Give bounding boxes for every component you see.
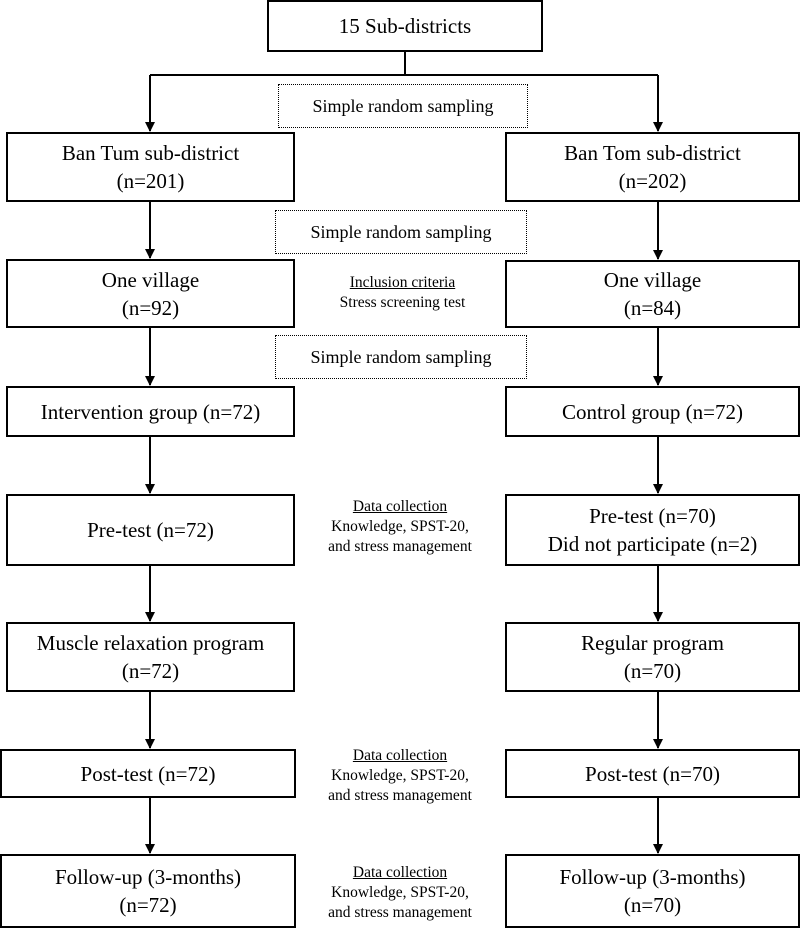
- right-pretest-label: Pre-test (n=70): [589, 504, 716, 528]
- right-pretest-dropout: Did not participate (n=2): [547, 532, 758, 556]
- right-district-box: Ban Tom sub-district (n=202): [505, 132, 800, 202]
- data-collection-note-3: Data collection Knowledge, SPST-20, and …: [300, 863, 500, 923]
- data-collection-line2-2: and stress management: [328, 787, 472, 804]
- left-district-box: Ban Tum sub-district (n=201): [6, 132, 295, 202]
- left-pretest-label: Pre-test (n=72): [87, 518, 214, 542]
- data-collection-line2-1: and stress management: [328, 538, 472, 555]
- top-box-label: 15 Sub-districts: [338, 14, 472, 38]
- right-program-n: (n=70): [623, 659, 682, 683]
- right-followup-n: (n=70): [623, 893, 682, 917]
- right-posttest-label: Post-test (n=70): [585, 761, 720, 786]
- left-followup-n: (n=72): [119, 893, 177, 917]
- right-district-n: (n=202): [618, 169, 687, 193]
- inclusion-title: Inclusion criteria: [349, 274, 456, 291]
- left-posttest-label: Post-test (n=72): [80, 761, 216, 786]
- right-village-box: One village (n=84): [505, 260, 800, 328]
- left-program-name: Muscle relaxation program: [36, 631, 265, 655]
- left-village-box: One village (n=92): [6, 259, 295, 328]
- sampling-label-1: Simple random sampling: [312, 95, 494, 116]
- data-collection-title-3: Data collection: [352, 864, 448, 881]
- data-collection-line1-1: Knowledge, SPST-20,: [331, 518, 469, 535]
- inclusion-note: Inclusion criteria Stress screening test: [305, 273, 500, 313]
- left-followup-box: Follow-up (3-months) (n=72): [0, 854, 296, 928]
- left-group-label: Intervention group (n=72): [40, 399, 261, 424]
- right-village-n: (n=84): [623, 296, 682, 320]
- left-district-name: Ban Tum sub-district: [61, 141, 240, 165]
- right-group-box: Control group (n=72): [505, 386, 800, 437]
- data-collection-line1-3: Knowledge, SPST-20,: [331, 884, 469, 901]
- left-program-n: (n=72): [121, 659, 180, 683]
- left-village-name: One village: [101, 267, 200, 292]
- left-group-box: Intervention group (n=72): [6, 386, 295, 437]
- right-group-label: Control group (n=72): [562, 399, 743, 424]
- data-collection-title-2: Data collection: [352, 747, 448, 764]
- data-collection-title-1: Data collection: [352, 498, 448, 515]
- sampling-label-3: Simple random sampling: [310, 346, 492, 367]
- data-collection-line1-2: Knowledge, SPST-20,: [331, 767, 469, 784]
- right-followup-box: Follow-up (3-months) (n=70): [505, 854, 800, 928]
- right-posttest-box: Post-test (n=70): [505, 749, 800, 798]
- sampling-box-2: Simple random sampling: [275, 210, 527, 254]
- left-pretest-box: Pre-test (n=72): [6, 494, 295, 566]
- sampling-box-1: Simple random sampling: [278, 84, 528, 128]
- left-village-n: (n=92): [121, 295, 180, 320]
- right-pretest-box: Pre-test (n=70) Did not participate (n=2…: [505, 494, 800, 566]
- right-program-name: Regular program: [581, 631, 724, 655]
- data-collection-note-1: Data collection Knowledge, SPST-20, and …: [300, 497, 500, 557]
- data-collection-line2-3: and stress management: [328, 904, 472, 921]
- right-village-name: One village: [603, 268, 702, 292]
- left-program-box: Muscle relaxation program (n=72): [6, 622, 295, 692]
- sampling-label-2: Simple random sampling: [310, 221, 492, 242]
- top-box: 15 Sub-districts: [267, 0, 543, 52]
- sampling-box-3: Simple random sampling: [275, 335, 527, 379]
- right-district-name: Ban Tom sub-district: [564, 141, 741, 165]
- left-posttest-box: Post-test (n=72): [0, 749, 296, 798]
- left-followup-name: Follow-up (3-months): [54, 865, 242, 889]
- right-followup-name: Follow-up (3-months): [559, 865, 746, 889]
- left-district-n: (n=201): [116, 169, 185, 193]
- inclusion-text: Stress screening test: [339, 294, 466, 311]
- right-program-box: Regular program (n=70): [505, 622, 800, 692]
- data-collection-note-2: Data collection Knowledge, SPST-20, and …: [300, 746, 500, 806]
